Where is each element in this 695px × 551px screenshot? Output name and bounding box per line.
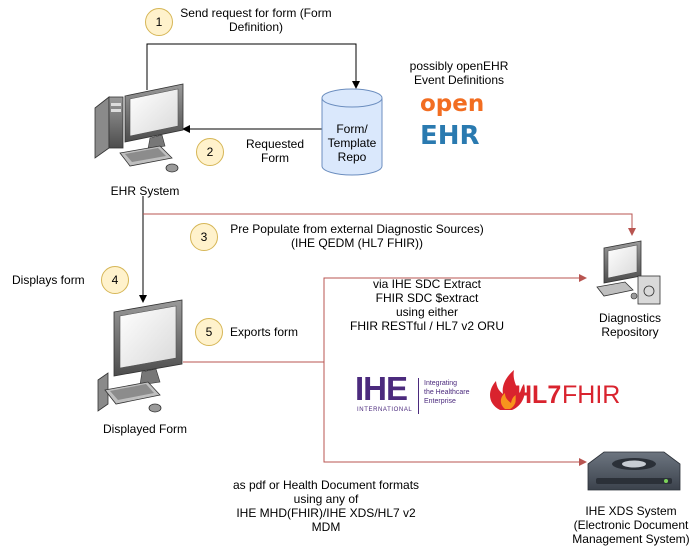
arrow-request-form bbox=[146, 43, 360, 90]
ihe-desc-line3: Enterprise bbox=[424, 398, 456, 405]
diagnostics-label-line2: Repository bbox=[601, 325, 659, 339]
step2-label: Requested Form bbox=[245, 137, 305, 165]
extract-label-line2: FHIR SDC $extract bbox=[375, 291, 479, 305]
step1-label: Send request for form (Form Definition) bbox=[180, 6, 332, 34]
fhir-logo-text: FHIR bbox=[562, 381, 621, 409]
doc-label-line2: using any of bbox=[293, 492, 359, 506]
diagnostics-label-line1: Diagnostics bbox=[598, 311, 662, 325]
xds-label-line1: IHE XDS System bbox=[585, 504, 677, 518]
arrow-export-xds bbox=[323, 362, 587, 466]
extract-label-line3: using either bbox=[395, 305, 459, 319]
step5-label: Exports form bbox=[230, 325, 299, 339]
doc-label-line4: MDM bbox=[311, 520, 341, 534]
repo-label-line2: Template bbox=[327, 136, 377, 150]
ihe-logo-international: INTERNATIONAL bbox=[357, 407, 413, 413]
step-badge-1: 1 bbox=[145, 8, 173, 36]
openehr-logo-ehr: EHR bbox=[420, 121, 480, 151]
ihe-desc-line2: the Healthcare bbox=[424, 389, 470, 396]
hl7-flame-icon bbox=[490, 370, 525, 410]
step4-label: Displays form bbox=[12, 273, 85, 287]
xds-label-line3: Management System) bbox=[572, 532, 690, 546]
step3-label-line2: (IHE QEDM (HL7 FHIR)) bbox=[291, 236, 423, 250]
xds-server-icon bbox=[587, 451, 681, 491]
hl7-logo-text: HL7 bbox=[514, 381, 562, 409]
arrow-prepopulate bbox=[143, 213, 636, 236]
doc-label-line1: as pdf or Health Document formats bbox=[232, 478, 420, 492]
extract-label-line4: FHIR RESTful / HL7 v2 ORU bbox=[349, 319, 505, 333]
ihe-logo-divider bbox=[418, 378, 419, 414]
ihe-desc-line1: Integrating bbox=[424, 380, 458, 387]
arrow-export-diagnostics bbox=[183, 274, 587, 363]
xds-label-line2: (Electronic Document bbox=[573, 518, 689, 532]
form-template-repo-cylinder bbox=[321, 88, 383, 176]
extract-label-line1: via IHE SDC Extract bbox=[372, 277, 482, 291]
displayed-form-label: Displayed Form bbox=[102, 422, 188, 436]
openehr-logo-open: open bbox=[420, 91, 485, 117]
repo-label-line3: Repo bbox=[337, 150, 367, 164]
ehr-system-computer-icon bbox=[94, 83, 184, 173]
diagnostics-repository-computer-icon bbox=[596, 240, 661, 305]
displayed-form-computer-icon bbox=[97, 299, 183, 413]
step-badge-2: 2 bbox=[196, 138, 224, 166]
step-badge-3: 3 bbox=[190, 223, 218, 251]
openehr-note: possibly openEHR Event Definitions bbox=[409, 59, 509, 87]
step-badge-4: 4 bbox=[101, 266, 129, 294]
repo-label-line1: Form/ bbox=[336, 122, 368, 136]
step3-label-line1: Pre Populate from external Diagnostic So… bbox=[230, 222, 484, 236]
ehr-system-label: EHR System bbox=[110, 184, 180, 198]
step-badge-5: 5 bbox=[195, 318, 223, 346]
ihe-logo-text: IHE bbox=[355, 370, 408, 407]
doc-label-line3: IHE MHD(FHIR)/IHE XDS/HL7 v2 bbox=[236, 506, 416, 520]
